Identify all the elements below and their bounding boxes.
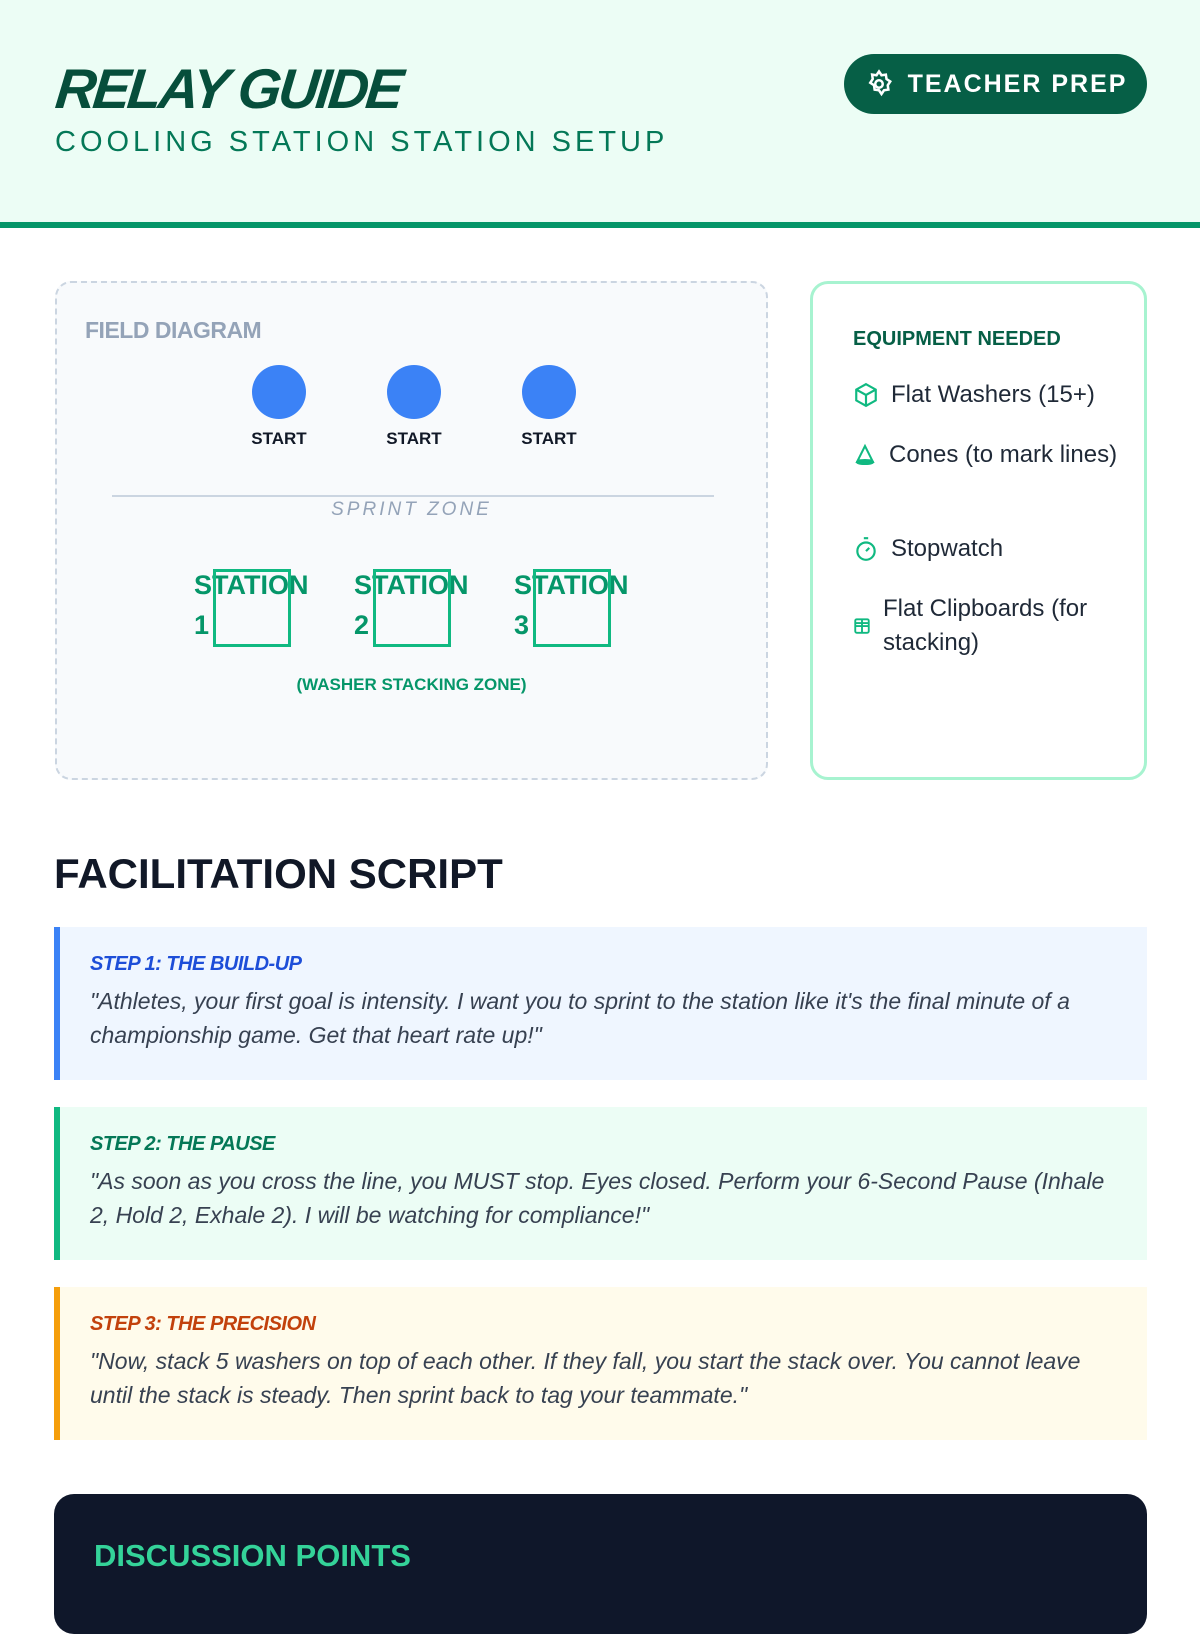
- sprint-line: [112, 495, 714, 497]
- start-marker: START: [374, 365, 454, 449]
- step-2: STEP 2: THE PAUSE "As soon as you cross …: [54, 1107, 1147, 1260]
- cone-icon: [855, 443, 875, 465]
- station-box: [533, 569, 611, 647]
- equipment-card: EQUIPMENT NEEDED Flat Washers (15+) Cone…: [810, 281, 1147, 780]
- stacking-zone-label: (WASHER STACKING ZONE): [296, 675, 527, 694]
- step-label: STEP 1: THE BUILD-UP: [90, 953, 302, 975]
- gear-icon: [868, 69, 892, 97]
- station-1: STATION 1: [194, 565, 314, 647]
- start-dot: [522, 365, 576, 419]
- start-label: START: [521, 429, 577, 448]
- equipment-title: EQUIPMENT NEEDED: [853, 328, 1061, 350]
- step-1: STEP 1: THE BUILD-UP "Athletes, your fir…: [54, 927, 1147, 1080]
- equipment-label: Flat Washers (15+): [891, 381, 1095, 408]
- start-marker: START: [239, 365, 319, 449]
- equipment-item: Flat Washers (15+): [853, 378, 1123, 412]
- station-box: [373, 569, 451, 647]
- equipment-item: Flat Clipboards (for stacking): [853, 592, 1123, 660]
- start-label: START: [251, 429, 307, 448]
- page-subtitle: COOLING STATION STATION SETUP: [55, 126, 669, 158]
- field-diagram-title: FIELD DIAGRAM: [85, 317, 262, 343]
- station-box: [213, 569, 291, 647]
- equipment-label: Cones (to mark lines): [889, 441, 1118, 468]
- equipment-label: Flat Clipboards (for stacking): [883, 595, 1088, 656]
- equipment-label: Stopwatch: [891, 535, 1004, 562]
- stopwatch-icon: [856, 537, 876, 561]
- station-2: STATION 2: [354, 565, 474, 647]
- step-text: "Now, stack 5 washers on top of each oth…: [90, 1348, 1081, 1408]
- header: RELAY GUIDE COOLING STATION STATION SETU…: [0, 0, 1200, 228]
- station-3: STATION 3: [514, 565, 634, 647]
- step-label: STEP 3: THE PRECISION: [90, 1313, 316, 1335]
- step-3: STEP 3: THE PRECISION "Now, stack 5 wash…: [54, 1287, 1147, 1440]
- equipment-item: Cones (to mark lines): [853, 438, 1123, 472]
- teacher-prep-label: TEACHER PREP: [907, 69, 1128, 98]
- teacher-prep-button[interactable]: TEACHER PREP: [844, 54, 1147, 114]
- grid-icon: [854, 618, 870, 634]
- box-icon: [855, 382, 877, 408]
- step-label: STEP 2: THE PAUSE: [90, 1133, 275, 1155]
- start-dot: [387, 365, 441, 419]
- field-diagram: FIELD DIAGRAM START START START SPRINT Z…: [55, 281, 768, 780]
- facilitation-title: FACILITATION SCRIPT: [54, 850, 503, 897]
- step-text: "Athletes, your first goal is intensity.…: [90, 988, 1070, 1048]
- equipment-item: Stopwatch: [853, 532, 1123, 566]
- page-title: RELAY GUIDE: [52, 57, 404, 120]
- start-label: START: [386, 429, 442, 448]
- discussion-panel: DISCUSSION POINTS: [54, 1494, 1147, 1634]
- discussion-title: DISCUSSION POINTS: [94, 1538, 411, 1573]
- step-text: "As soon as you cross the line, you MUST…: [90, 1168, 1105, 1228]
- sprint-zone-label: SPRINT ZONE: [331, 499, 492, 520]
- start-dot: [252, 365, 306, 419]
- start-marker: START: [509, 365, 589, 449]
